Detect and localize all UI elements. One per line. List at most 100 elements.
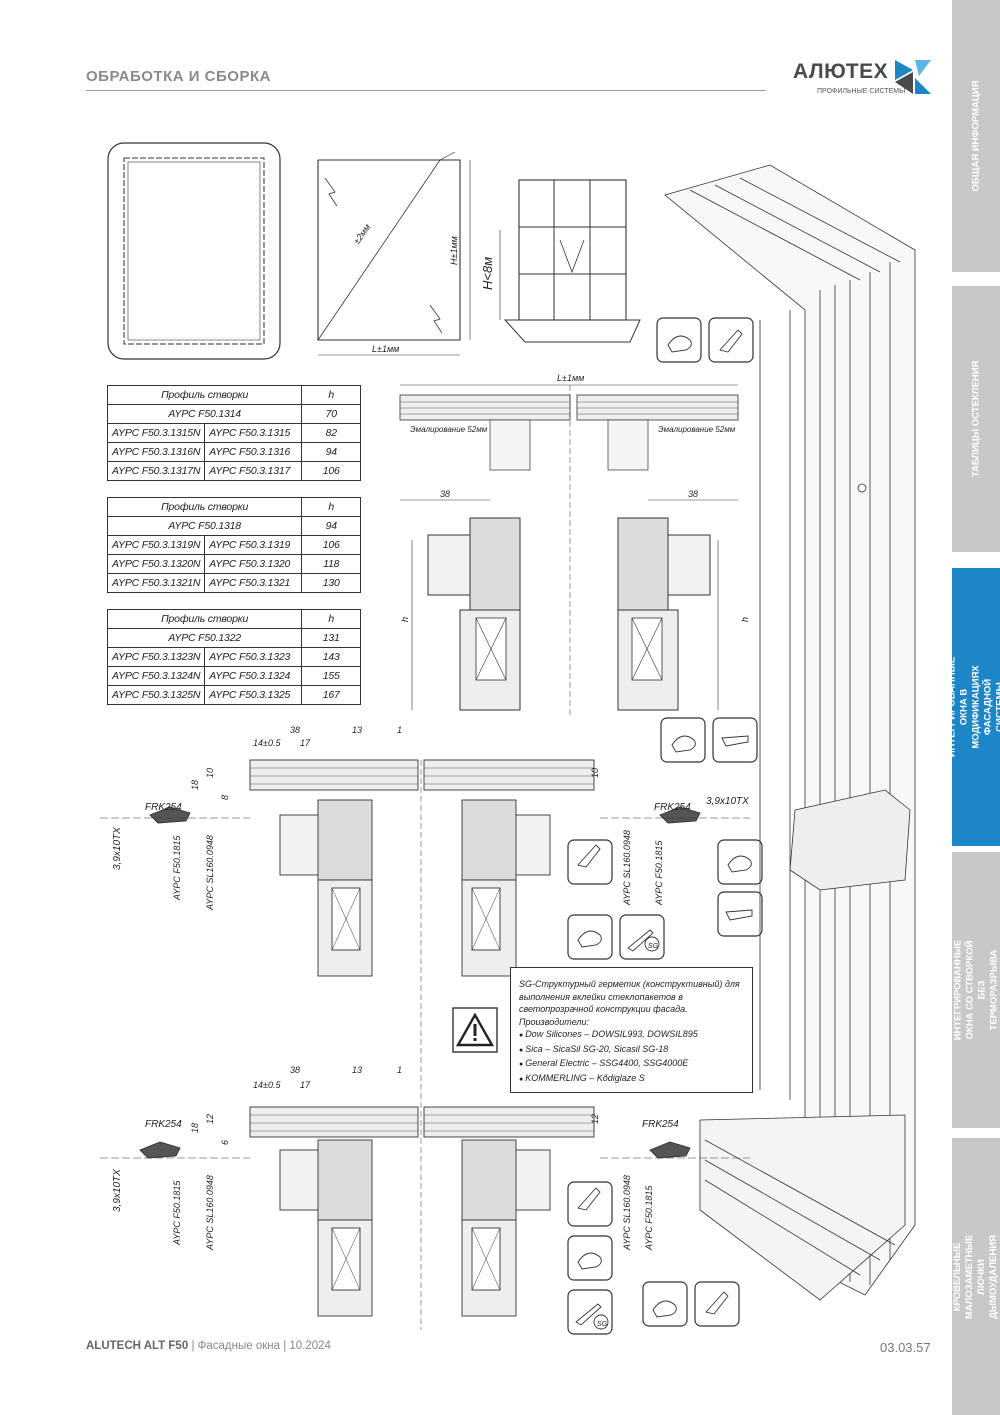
- table-cell: AYPC F50.3.1325: [204, 685, 303, 705]
- dim-13-mid: 13: [352, 725, 362, 735]
- page-number: 03.03.57: [880, 1340, 931, 1355]
- table-cell: 167: [301, 685, 362, 705]
- table-row: AYPC F50.3.1320N AYPC F50.3.1320 118: [106, 554, 362, 574]
- sg-label-bot: SG: [597, 1321, 608, 1328]
- side-tab-label: ИНТЕГРИРОВАННЫЕ ОКНА СО СТВОРКОЙ БЕЗ ТЕР…: [952, 939, 999, 1041]
- table-single-code: AYPC F50.1314: [106, 404, 303, 424]
- table-single-h: 70: [301, 404, 362, 424]
- dim-12-right-bot: 12: [590, 1114, 600, 1124]
- header-divider: [86, 90, 766, 91]
- dim-10-right: 10: [590, 768, 600, 778]
- frk-left-bot: FRK254: [145, 1119, 182, 1130]
- table-cell: AYPC F50.3.1321: [204, 573, 303, 593]
- dim-38-right: 38: [688, 489, 698, 499]
- footer: ALUTECH ALT F50 | Фасадные окна | 10.202…: [86, 1340, 331, 1352]
- table-row: AYPC F50.3.1315N AYPC F50.3.1315 82: [106, 423, 362, 443]
- dim-14-bot: 14±0.5: [253, 1080, 281, 1090]
- profile-table-1: Профиль створки h AYPC F50.1314 70 AYPC …: [106, 385, 362, 481]
- table-row: AYPC F50.3.1321N AYPC F50.3.1321 130: [106, 573, 362, 593]
- side-tab-roof-hatches[interactable]: КРОВЕЛЬНЫЕ МАЛОЗАМЕТНЫЕ ЛЮЧКИ ДЫМОУДАЛЕН…: [952, 1138, 1000, 1415]
- logo: АЛЮТЕХ ПРОФИЛЬНЫЕ СИСТЕМЫ: [793, 58, 943, 102]
- frk-right-bot: FRK254: [642, 1119, 679, 1130]
- table-cell: AYPC F50.3.1320: [204, 554, 303, 574]
- dim-38-left: 38: [440, 489, 450, 499]
- table-cell: AYPC F50.3.1323N: [106, 647, 206, 667]
- screw-left-mid: 3,9x10TX: [112, 827, 123, 870]
- dim-12-bot: 12: [205, 1114, 215, 1124]
- warning-icon: [452, 1007, 498, 1053]
- side-tab-integrated-windows[interactable]: ИНТЕГРИРОВАННЫЕ ОКНА В МОДИФИКАЦИЯХ ФАСА…: [946, 568, 1000, 846]
- sl-left-bot: AYPC SL160.0948: [205, 1175, 215, 1251]
- table-cell: AYPC F50.3.1319N: [106, 535, 206, 555]
- table-cell: 143: [301, 647, 362, 667]
- side-tab-general[interactable]: ОБЩАЯ ИНФОРМАЦИЯ: [952, 0, 1000, 272]
- table-h-header: h: [301, 497, 362, 517]
- table-cell: AYPC F50.3.1320N: [106, 554, 206, 574]
- dim-6-bot: 6: [220, 1140, 230, 1145]
- f1815-right-mid: AYPC F50.1815: [654, 840, 664, 906]
- table-cell: 82: [301, 423, 362, 443]
- table-single-code: AYPC F50.1318: [106, 516, 303, 536]
- profile-table-2: Профиль створки h AYPC F50.1318 94 AYPC …: [106, 497, 362, 593]
- logo-subtitle: ПРОФИЛЬНЫЕ СИСТЕМЫ: [817, 88, 906, 95]
- table-cell: AYPC F50.3.1315: [204, 423, 303, 443]
- dim-13-bot: 13: [352, 1065, 362, 1075]
- table-cell: AYPC F50.3.1324N: [106, 666, 206, 686]
- screw-right-mid: 3,9x10TX: [706, 796, 749, 807]
- h-limit: H<8м: [480, 257, 495, 290]
- dim-38-mid: 38: [290, 725, 300, 735]
- side-tab-glazing-tables[interactable]: ТАБЛИЦЫ ОСТЕКЛЕНИЯ: [952, 286, 1000, 552]
- grid-panel-drawing: [499, 179, 641, 343]
- table-cell: AYPC F50.3.1321N: [106, 573, 206, 593]
- dim-14-mid: 14±0.5: [253, 738, 281, 748]
- profile-table-3: Профиль створки h AYPC F50.1322 131 AYPC…: [106, 609, 362, 705]
- dim-38-bot: 38: [290, 1065, 300, 1075]
- table-cell: 106: [301, 461, 362, 481]
- table-row: AYPC F50.3.1319N AYPC F50.3.1319 106: [106, 535, 362, 555]
- sealant-note: SG-Структурный герметик (конструктивный)…: [510, 967, 753, 1093]
- logo-mark-icon: [895, 60, 931, 94]
- hand-glyphs: [575, 329, 753, 1330]
- page-title: ОБРАБОТКА И СБОРКА: [86, 68, 271, 85]
- table-cell: AYPC F50.3.1316: [204, 442, 303, 462]
- table-single-h: 94: [301, 516, 362, 536]
- frame-outline-drawing: [107, 142, 281, 360]
- footer-info: | Фасадные окна | 10.2024: [191, 1340, 331, 1352]
- side-tab-label: ОБЩАЯ ИНФОРМАЦИЯ: [970, 80, 981, 192]
- table-cell: AYPC F50.3.1325N: [106, 685, 206, 705]
- sl-right-bot: AYPC SL160.0948: [622, 1175, 632, 1251]
- table-cell: AYPC F50.3.1316N: [106, 442, 206, 462]
- table-cell: AYPC F50.3.1315N: [106, 423, 206, 443]
- table-row: AYPC F50.3.1323N AYPC F50.3.1323 143: [106, 647, 362, 667]
- table-header: Профиль створки: [106, 497, 303, 517]
- isometric-frame-drawing: [664, 164, 916, 1301]
- l-tolerance: L±1мм: [372, 344, 399, 354]
- f1815-right-bot: AYPC F50.1815: [644, 1185, 654, 1251]
- list-item: General Electric – SSG4400, SSG4000E: [519, 1057, 744, 1072]
- side-tab-windows-no-thermal-break[interactable]: ИНТЕГРИРОВАННЫЕ ОКНА СО СТВОРКОЙ БЕЗ ТЕР…: [952, 852, 1000, 1128]
- dim-1-mid: 1: [397, 725, 402, 735]
- list-item: Dow Silicones – DOWSIL993, DOWSIL895: [519, 1028, 744, 1043]
- list-item: Sica – SicaSil SG-20, Sicasil SG-18: [519, 1043, 744, 1058]
- top-section-drawing: [399, 384, 739, 715]
- dim-17-mid: 17: [300, 738, 311, 748]
- footer-brand: ALUTECH ALT F50: [86, 1340, 189, 1352]
- frk-left-mid: FRK254: [145, 802, 182, 813]
- screw-left-bot: 3,9x10TX: [112, 1169, 123, 1212]
- table-cell: AYPC F50.3.1317N: [106, 461, 206, 481]
- dim-18-mid: 18: [190, 780, 200, 790]
- table-row: AYPC F50.3.1325N AYPC F50.3.1325 167: [106, 685, 362, 705]
- side-navigation: ОБЩАЯ ИНФОРМАЦИЯ ТАБЛИЦЫ ОСТЕКЛЕНИЯ ИНТЕ…: [946, 0, 1000, 1415]
- dim-18-bot: 18: [190, 1123, 200, 1133]
- table-cell: 130: [301, 573, 362, 593]
- table-cell: 94: [301, 442, 362, 462]
- list-item: KOMMERLING – Kődiglaze S: [519, 1072, 744, 1087]
- side-tab-label: КРОВЕЛЬНЫЕ МАЛОЗАМЕТНЫЕ ЛЮЧКИ ДЫМОУДАЛЕН…: [952, 1234, 999, 1319]
- dim-h-left: h: [400, 617, 410, 622]
- table-cell: 106: [301, 535, 362, 555]
- f1815-left-bot: AYPC F50.1815: [172, 1180, 182, 1246]
- enamel-left-label: Эмалирование 52мм: [410, 425, 488, 434]
- note-text: SG-Структурный герметик (конструктивный)…: [519, 979, 740, 1014]
- table-single-code: AYPC F50.1322: [106, 628, 303, 648]
- table-cell: 155: [301, 666, 362, 686]
